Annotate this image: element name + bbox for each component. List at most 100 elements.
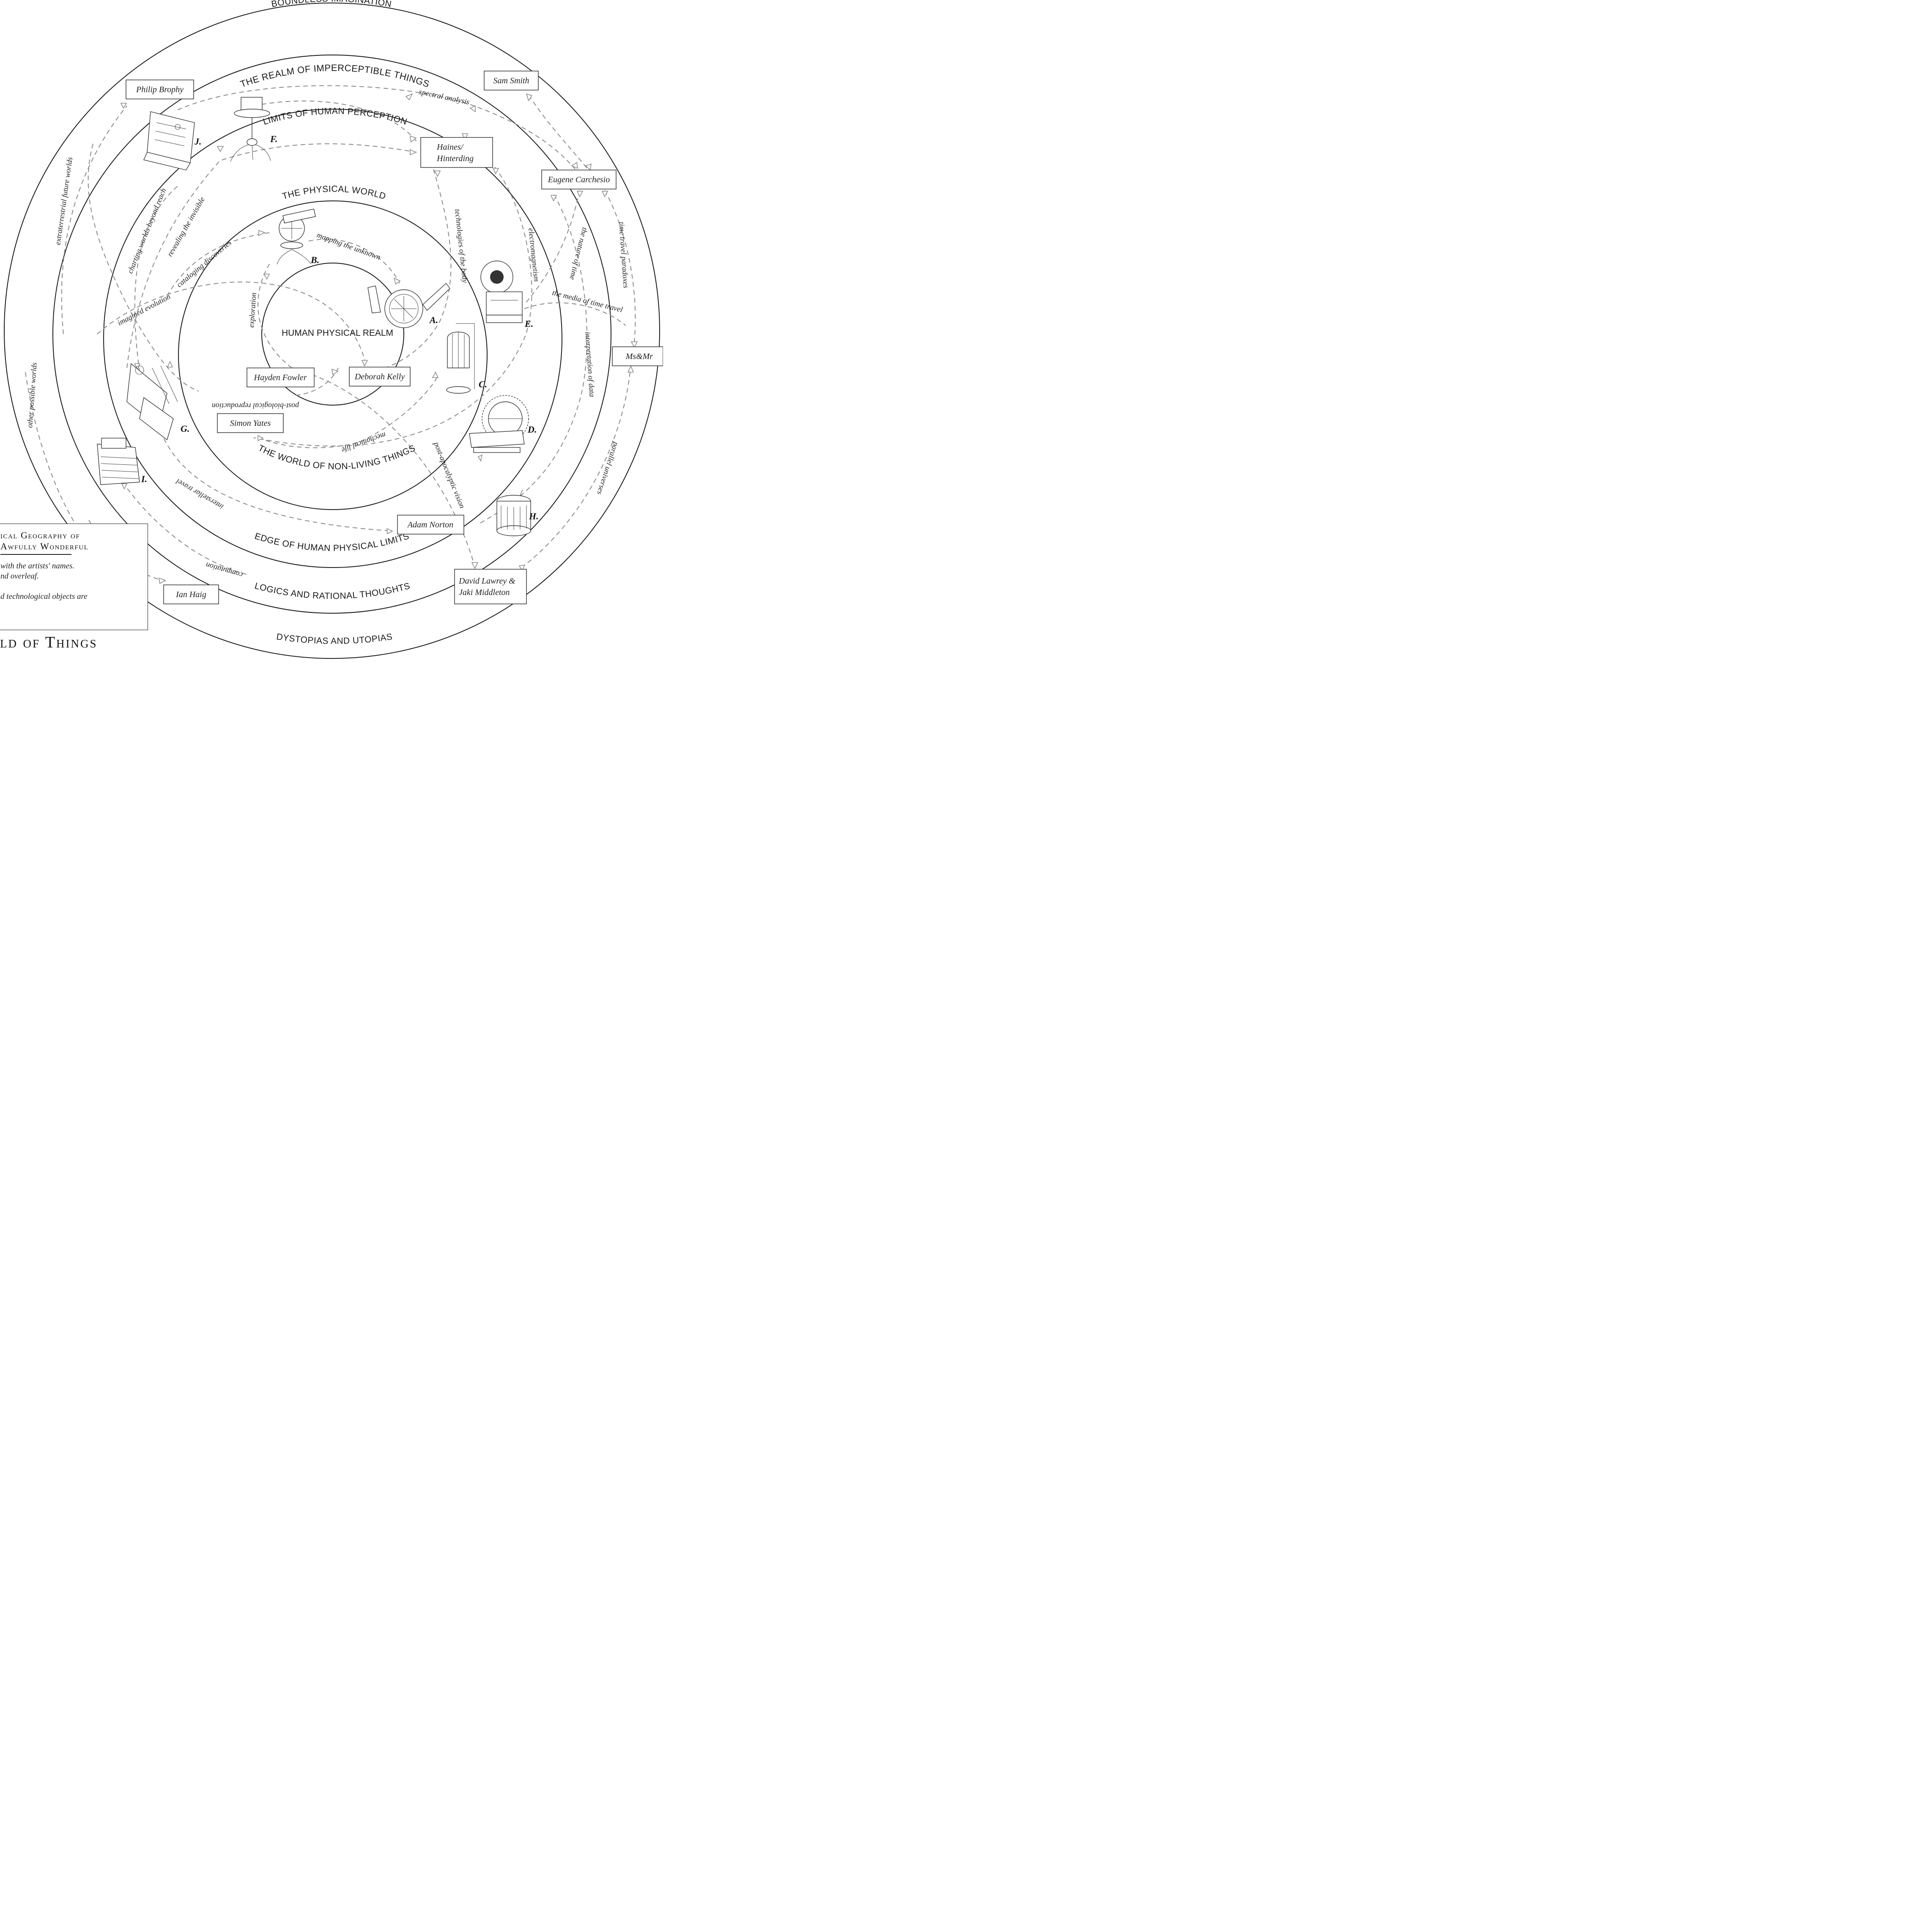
svg-text:David Lawrey &: David Lawrey & bbox=[458, 576, 515, 586]
legend-note-1a: with the artists' names. bbox=[0, 562, 75, 571]
path-extraterrestrial bbox=[61, 105, 127, 335]
object-a-compass-illustration bbox=[367, 283, 450, 328]
label-parallel-universes: parallel universes bbox=[595, 440, 621, 496]
footer-title: ld of Things bbox=[0, 634, 98, 651]
svg-text:Simon Yates: Simon Yates bbox=[230, 419, 271, 428]
path-brophy-loop bbox=[88, 143, 199, 392]
arrowhead bbox=[361, 360, 368, 367]
arrowhead bbox=[410, 135, 417, 143]
path-nature-of-time bbox=[524, 190, 580, 305]
path-electromagnetism bbox=[253, 167, 532, 447]
object-letter-c: C. bbox=[479, 379, 487, 389]
ring-label-dystopias: DYSTOPIAS AND UTOPIAS bbox=[276, 632, 393, 646]
label-computation: computation bbox=[205, 561, 244, 579]
label-exploration: exploration bbox=[247, 292, 258, 328]
svg-text:Haines/: Haines/ bbox=[436, 143, 464, 152]
path-time-travel-paradoxes bbox=[604, 190, 636, 343]
ring-label-physical-world: THE PHYSICAL WORLD bbox=[281, 184, 387, 202]
object-letter-e: E. bbox=[524, 318, 533, 329]
path-exploration bbox=[258, 262, 292, 368]
label-imagined-evolution: imagined evolution bbox=[116, 292, 172, 327]
path-mechanical-life bbox=[258, 376, 438, 448]
arrowhead bbox=[332, 368, 339, 376]
object-illustrations bbox=[97, 97, 531, 536]
ring-label-boundless: BOUNDLESS IMAGINATION bbox=[271, 0, 392, 9]
arrowhead bbox=[526, 93, 533, 101]
ring-label-edge: EDGE OF HUMAN PHYSICAL LIMITS bbox=[253, 531, 410, 553]
artist-deborah-kelly: Deborah Kelly bbox=[349, 367, 411, 387]
svg-text:Hayden Fowler: Hayden Fowler bbox=[254, 373, 307, 382]
arrowhead bbox=[461, 133, 469, 140]
legend-title-line2: Awfully Wonderful bbox=[0, 541, 89, 551]
object-letter-j: J. bbox=[194, 136, 202, 147]
object-letter-i: I. bbox=[141, 474, 147, 484]
arrowhead bbox=[121, 483, 128, 490]
arrowhead bbox=[258, 230, 266, 236]
arrowhead bbox=[386, 528, 393, 535]
arrowhead bbox=[630, 341, 638, 348]
object-letter-g: G. bbox=[181, 423, 189, 434]
legend-divider bbox=[0, 554, 71, 555]
path-cataloging bbox=[167, 232, 271, 296]
ring-human-physical-realm bbox=[261, 263, 404, 406]
arrowhead bbox=[469, 105, 476, 112]
artist-adam-norton: Adam Norton bbox=[397, 515, 464, 535]
arrowhead bbox=[410, 149, 417, 156]
arrowhead bbox=[405, 93, 413, 101]
legend-box: ical Geography of Awfully Wonderful with… bbox=[0, 524, 148, 630]
svg-text:Sam Smith: Sam Smith bbox=[493, 76, 529, 85]
object-b-theodolite-illustration bbox=[277, 208, 316, 265]
artist-simon-yates: Simon Yates bbox=[217, 413, 284, 433]
label-time-travel-paradoxes: time travel paradoxes bbox=[617, 222, 630, 288]
object-c-birdcage-illustration bbox=[446, 323, 475, 394]
ring-outer bbox=[4, 3, 660, 659]
artist-philip-brophy: Philip Brophy bbox=[126, 80, 194, 99]
ring-label-non-living: THE WORLD OF NON-LIVING THINGS bbox=[257, 443, 417, 472]
legend-note-2: d technological objects are bbox=[0, 592, 88, 601]
ring-label-imperceptible: THE REALM OF IMPERCEPTIBLE THINGS bbox=[239, 63, 431, 90]
object-letter-b: B. bbox=[310, 255, 319, 265]
arrowheads bbox=[120, 93, 638, 584]
arrowhead bbox=[434, 170, 441, 177]
svg-text:Hinterding: Hinterding bbox=[436, 154, 474, 163]
label-revealing-invisible: revealing the invisible bbox=[165, 195, 206, 258]
arrowhead bbox=[601, 191, 608, 197]
legend-note-1b: nd overleaf. bbox=[0, 572, 39, 581]
label-media-of-time-travel: the media of time travel bbox=[551, 288, 624, 314]
ring-limits-perception bbox=[103, 109, 562, 568]
label-interpretation-data: interpretation of data bbox=[584, 332, 597, 397]
svg-text:Philip Brophy: Philip Brophy bbox=[136, 85, 184, 94]
path-imperceptible-to-haines bbox=[253, 100, 419, 144]
artist-hayden-fowler: Hayden Fowler bbox=[247, 368, 315, 387]
path-interstellar bbox=[160, 431, 389, 531]
label-cataloging: cataloging discoveries bbox=[175, 238, 233, 289]
object-e-gramophone-illustration bbox=[480, 261, 523, 323]
svg-text:Ian Haig: Ian Haig bbox=[175, 590, 206, 599]
path-parallel-universes bbox=[520, 372, 630, 569]
ring-physical-world bbox=[178, 200, 488, 510]
path-charting-worlds bbox=[134, 186, 178, 373]
arrowhead bbox=[216, 146, 224, 152]
arrowhead bbox=[159, 577, 166, 584]
arrowhead bbox=[167, 361, 173, 368]
arrowhead bbox=[393, 277, 401, 285]
artist-eugene-carchesio: Eugene Carchesio bbox=[541, 170, 617, 189]
object-letter-h: H. bbox=[529, 511, 539, 521]
label-electromagnetism: electromagnetism bbox=[527, 228, 541, 282]
label-mapping-unknown: mapping the unknown bbox=[316, 230, 382, 261]
object-h-cylinder-calculator-illustration bbox=[496, 489, 531, 536]
center-label-human-realm: HUMAN PHYSICAL REALM bbox=[282, 328, 393, 338]
label-post-biological: post-biological reproduction bbox=[212, 402, 300, 410]
arrowhead bbox=[492, 168, 499, 175]
label-spectral-analysis: spectral analysis bbox=[418, 87, 470, 106]
label-other-worlds: other possible worlds bbox=[25, 362, 38, 428]
arrowhead bbox=[477, 454, 483, 462]
artist-ms-mr: Ms&Mr bbox=[612, 346, 663, 366]
legend-title: ical Geography of Awfully Wonderful bbox=[0, 530, 144, 552]
path-revealing-invisible bbox=[126, 143, 417, 368]
arrowhead bbox=[258, 435, 264, 442]
label-charting-worlds: charting worlds beyond reach bbox=[126, 187, 167, 275]
arrowhead bbox=[571, 162, 578, 169]
svg-text:Ms&Mr: Ms&Mr bbox=[625, 352, 653, 361]
label-extraterrestrial: extraterrestrial future worlds bbox=[53, 156, 74, 245]
